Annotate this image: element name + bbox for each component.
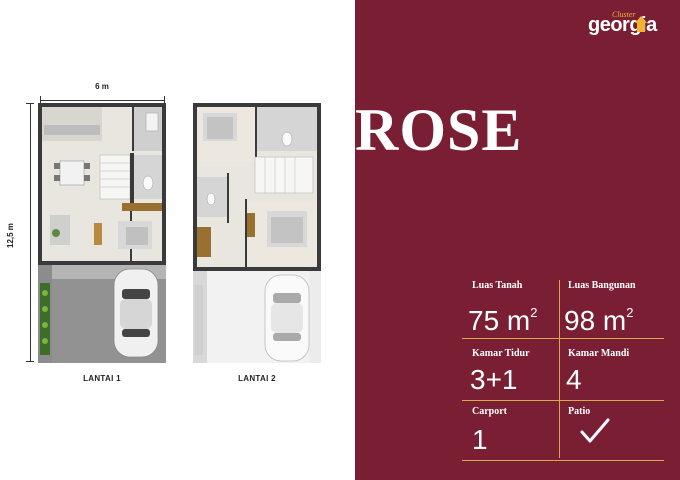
luas-tanah-label: Luas Tanah (472, 280, 523, 291)
grid-divider (462, 400, 664, 401)
luas-bangunan-label: Luas Bangunan (568, 280, 636, 291)
check-icon (580, 418, 610, 443)
grid-divider (462, 338, 664, 339)
carport-value: 1 (472, 424, 488, 455)
dimension-tick (40, 96, 41, 104)
height-dimension-label: 12,5 m (6, 223, 15, 248)
dimension-tick (164, 96, 165, 104)
dimension-tick (26, 361, 34, 362)
logo-subtitle: Cluster (612, 10, 636, 19)
patio-label: Patio (568, 406, 591, 417)
floor-label-lantai-2: LANTAI 2 (238, 374, 276, 383)
floorplan-panel: 6 m 12,5 m (6, 82, 321, 383)
carport-label: Carport (472, 406, 507, 417)
house-type-title: ROSE (355, 97, 523, 163)
grid-divider-vertical (559, 280, 560, 458)
kamar-tidur-value: 3+1 (470, 364, 518, 395)
floor-plan-lantai-2 (193, 103, 321, 363)
grid-divider (462, 460, 664, 461)
house-icon (635, 16, 647, 32)
dimension-tick (26, 103, 34, 104)
kamar-mandi-value: 4 (566, 364, 582, 395)
luas-tanah-value: 75 m2 (468, 305, 538, 336)
floor-label-lantai-1: LANTAI 1 (83, 374, 121, 383)
specs-grid: Luas Tanah 75 m2 Luas Bangunan 98 m2 Kam… (462, 270, 664, 462)
width-dimension-label: 6 m (95, 82, 109, 91)
kamar-mandi-label: Kamar Mandi (568, 348, 630, 359)
luas-bangunan-value: 98 m2 (564, 305, 634, 336)
height-dimension-line (30, 103, 31, 361)
floor-plan-lantai-1 (38, 103, 166, 363)
kamar-tidur-label: Kamar Tidur (472, 348, 530, 359)
width-dimension-line (40, 100, 164, 101)
